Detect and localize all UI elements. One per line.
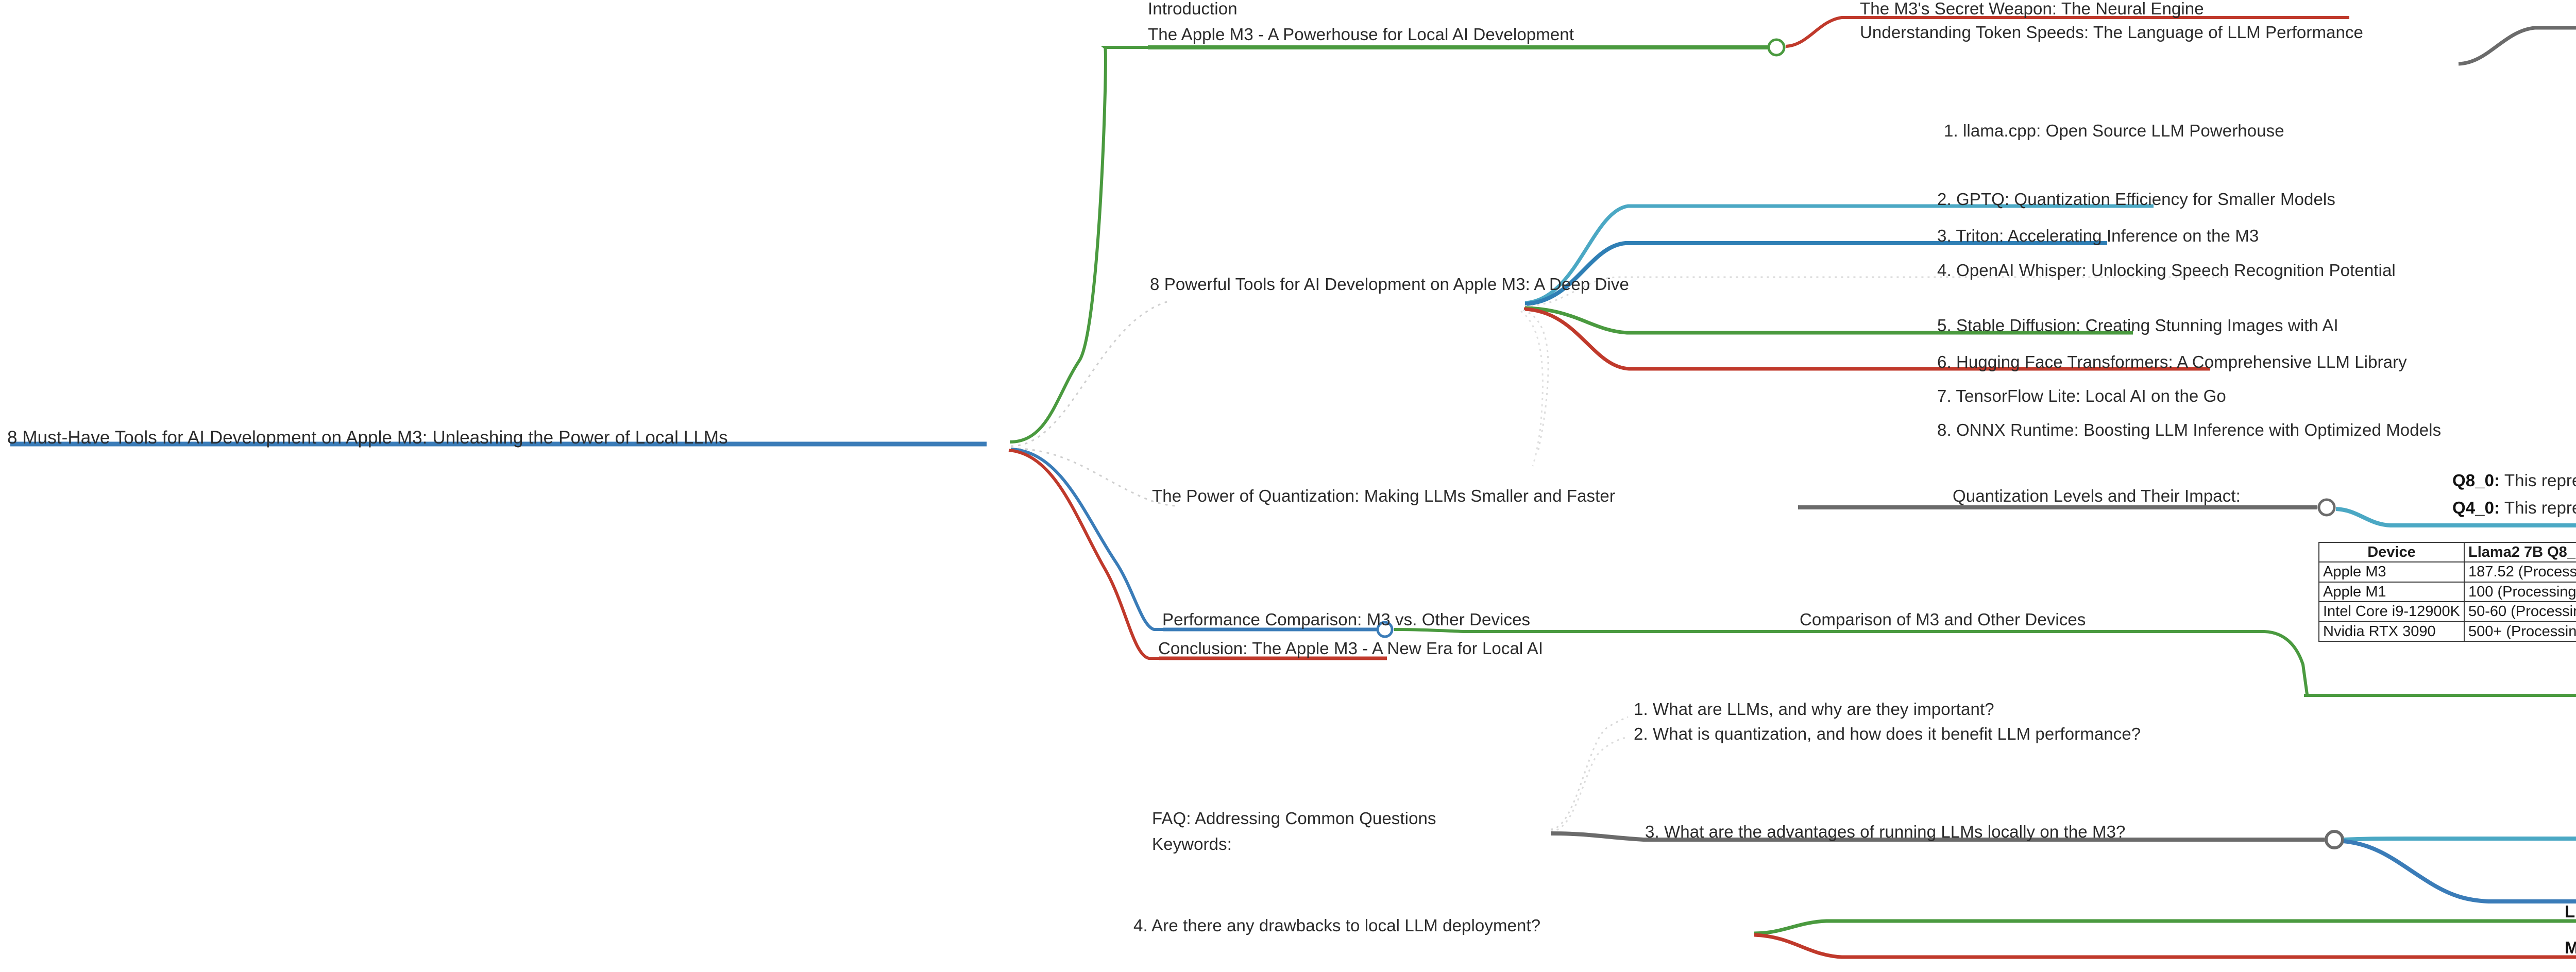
- node-q4-detail[interactable]: Q4_0: This represents 4-bit integer quan…: [2452, 499, 2576, 516]
- node-tool-gptq[interactable]: 2. GPTQ: Quantization Efficiency for Sma…: [1937, 190, 2335, 209]
- edge-tools-to-whisper: [1524, 276, 2231, 307]
- node-keywords: Keywords:: [1152, 834, 1232, 854]
- performance-table: Device Llama2 7B Q8_0 (tokens/s) Apple M…: [2318, 541, 2576, 642]
- table-cell-device: Apple M3: [2318, 561, 2465, 583]
- table-cell-device: Nvidia RTX 3090: [2318, 621, 2465, 642]
- root-node[interactable]: 8 Must-Have Tools for AI Development on …: [7, 428, 728, 448]
- table-cell-device: Intel Core i9-12900K: [2318, 601, 2465, 622]
- node-apple-m3[interactable]: The Apple M3 - A Powerhouse for Local AI…: [1148, 25, 1574, 44]
- table-col-device: Device: [2318, 541, 2465, 563]
- edge-root-to-performance: [1010, 448, 1163, 631]
- table-row: Intel Core i9-12900K 50-60 (Processing): [2318, 601, 2576, 622]
- edge-q4-to-modelsize: [1754, 933, 2576, 959]
- node-faq[interactable]: FAQ: Addressing Common Questions: [1152, 809, 1436, 828]
- edge-faq-to-q2: [1550, 737, 1626, 832]
- table-cell-device: Apple M1: [2318, 581, 2465, 603]
- node-tool-hugging-face[interactable]: 6. Hugging Face Transformers: A Comprehe…: [1937, 352, 2407, 371]
- node-circle-applem3: [1767, 38, 1786, 57]
- node-answer-limited-resources[interactable]: Limited Resources: You might need a powe…: [2565, 903, 2576, 920]
- edge-q4-to-limitedresources: [1754, 919, 2576, 935]
- node-llamacpp[interactable]: 1. llama.cpp: Open Source LLM Powerhouse: [1944, 121, 2284, 140]
- table-cell-tokens: 187.52 (Processing): [2463, 561, 2576, 583]
- table-col-tokens: Llama2 7B Q8_0 (tokens/s): [2463, 541, 2576, 563]
- table-row: Nvidia RTX 3090 500+ (Processing): [2318, 621, 2576, 642]
- edge-root-to-tools: [1010, 301, 1167, 447]
- table-cell-tokens: 500+ (Processing): [2463, 621, 2576, 642]
- q4-lead: Q4_0:: [2452, 498, 2500, 517]
- model-size-lead: Model Size:: [2565, 938, 2576, 957]
- table-row: Apple M1 100 (Processing): [2318, 581, 2576, 603]
- node-neural-engine[interactable]: The M3's Secret Weapon: The Neural Engin…: [1860, 0, 2204, 18]
- node-performance-comparison[interactable]: Performance Comparison: M3 vs. Other Dev…: [1162, 610, 1531, 629]
- edge-q3-to-latency: [2343, 837, 2576, 842]
- node-token-speeds[interactable]: Understanding Token Speeds: The Language…: [1860, 23, 2363, 42]
- node-comparison-of-m3[interactable]: Comparison of M3 and Other Devices: [1800, 610, 2086, 629]
- edge-tools-to-onnx: [1520, 310, 1544, 467]
- q4-text: This represents 4-bit integer quantizati…: [2504, 498, 2576, 517]
- edge-faq-to-q1: [1550, 716, 1629, 830]
- node-circle-faq-q3: [2325, 830, 2344, 849]
- node-quantization-levels[interactable]: Quantization Levels and Their Impact:: [1953, 486, 2241, 505]
- edge-root-to-applem3: [1009, 46, 1148, 444]
- node-quantization[interactable]: The Power of Quantization: Making LLMs S…: [1152, 486, 1615, 505]
- table-header-row: Device Llama2 7B Q8_0 (tokens/s): [2318, 541, 2576, 563]
- node-faq-q1[interactable]: 1. What are LLMs, and why are they impor…: [1634, 700, 1994, 719]
- node-faq-q3[interactable]: 3. What are the advantages of running LL…: [1645, 822, 2126, 841]
- q8-text: This represents 8-bit integer quantizati…: [2504, 471, 2576, 490]
- node-tool-stable-diffusion[interactable]: 5. Stable Diffusion: Creating Stunning I…: [1937, 316, 2338, 335]
- edge-root-to-quantization: [1010, 447, 1175, 507]
- table-row: Apple M3 187.52 (Processing): [2318, 561, 2576, 583]
- node-tool-tensorflow-lite[interactable]: 7. TensorFlow Lite: Local AI on the Go: [1937, 386, 2226, 405]
- node-faq-q4[interactable]: 4. Are there any drawbacks to local LLM …: [1133, 916, 1541, 935]
- table-cell-tokens: 50-60 (Processing): [2463, 601, 2576, 622]
- node-conclusion[interactable]: Conclusion: The Apple M3 - A New Era for…: [1158, 639, 1544, 658]
- edge-llamacpp-to-processing: [2458, 26, 2576, 66]
- node-faq-q2[interactable]: 2. What is quantization, and how does it…: [1634, 724, 2141, 743]
- node-introduction[interactable]: Introduction: [1148, 0, 1238, 18]
- node-tools-deep-dive[interactable]: 8 Powerful Tools for AI Development on A…: [1150, 275, 1629, 294]
- node-tool-triton[interactable]: 3. Triton: Accelerating Inference on the…: [1937, 226, 2259, 245]
- table-cell-tokens: 100 (Processing): [2463, 581, 2576, 603]
- edge-q3-to-cost: [2343, 839, 2576, 903]
- node-q8-detail[interactable]: Q8_0: This represents 8-bit integer quan…: [2452, 472, 2576, 489]
- q8-lead: Q8_0:: [2452, 471, 2500, 490]
- node-tool-onnx-runtime[interactable]: 8. ONNX Runtime: Boosting LLM Inference …: [1937, 420, 2442, 439]
- node-tool-whisper[interactable]: 4. OpenAI Whisper: Unlocking Speech Reco…: [1937, 261, 2396, 280]
- edge-root-to-conclusion: [1008, 449, 1159, 660]
- node-answer-model-size[interactable]: Model Size: Larger models might require …: [2565, 939, 2576, 956]
- edge-tools-to-tensorflow: [1522, 309, 1549, 454]
- limited-resources-lead: Limited Resources:: [2565, 902, 2576, 921]
- node-circle-quantization: [2317, 498, 2336, 517]
